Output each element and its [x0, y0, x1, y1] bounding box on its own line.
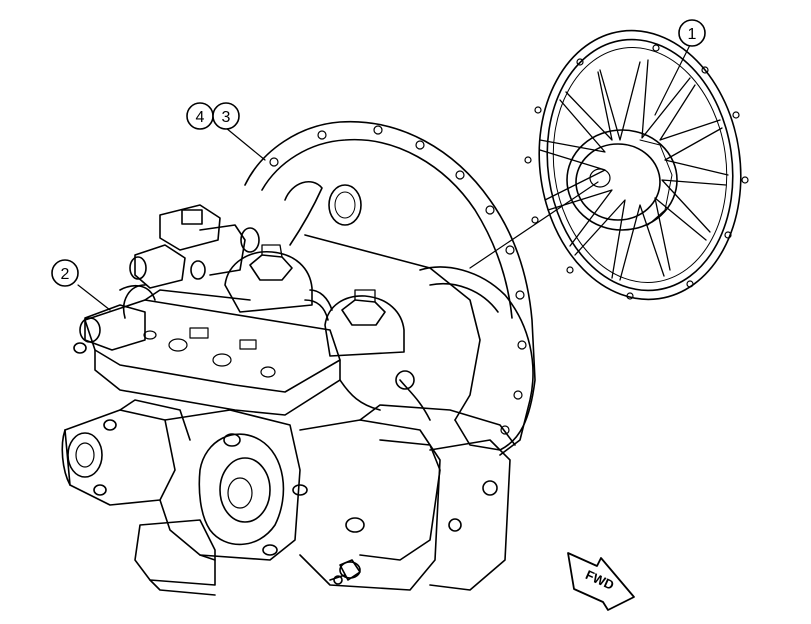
coupling-plate [524, 29, 749, 301]
callout-2: 2 [51, 259, 79, 287]
callout-4-label: 4 [196, 109, 205, 126]
callout-1: 1 [678, 19, 706, 47]
callout-2-label: 2 [61, 266, 70, 283]
center-line [469, 181, 599, 269]
callout-1-label: 1 [688, 26, 697, 43]
callout-3: 3 [212, 102, 240, 130]
leader-lines [77, 44, 691, 311]
callout-4: 4 [186, 102, 214, 130]
pump-assembly [61, 120, 536, 596]
fwd-arrow-icon: FWD [567, 552, 635, 611]
callout-3-label: 3 [222, 109, 231, 126]
